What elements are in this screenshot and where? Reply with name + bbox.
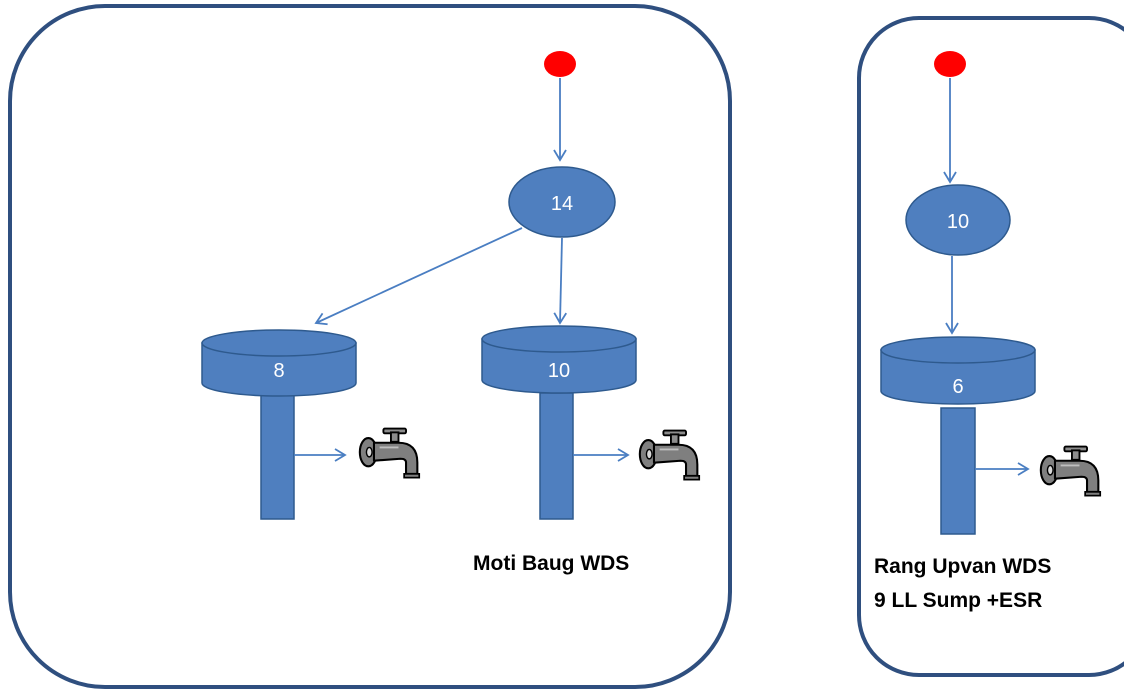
rang-upvan-border (857, 16, 1124, 677)
water-tap-icon (360, 429, 419, 478)
rang-upvan-panel: 10 6 Rang Upvan WDS 9 LL Sump +ESR (857, 16, 1124, 677)
rang-upvan-junction-label: 10 (947, 211, 969, 233)
moti-baug-arrow-to-tank-2 (553, 237, 567, 325)
moti-baug-junction-node (508, 166, 616, 238)
rang-upvan-source-dot (934, 51, 966, 77)
moti-baug-tank-1: 8 (201, 329, 357, 520)
water-tap-icon (1041, 447, 1100, 496)
moti-baug-source-dot (544, 51, 576, 77)
moti-baug-border (8, 4, 732, 689)
rang-upvan-caption-line2: 9 LL Sump +ESR (874, 589, 1042, 612)
moti-baug-junction-label: 14 (551, 193, 573, 215)
water-tap-icon (640, 431, 699, 480)
moti-baug-arrow-to-tank-1 (314, 227, 523, 326)
moti-baug-tank-1-label: 8 (273, 360, 284, 382)
moti-baug-panel: 14 8 10 Moti Baug WDS (8, 4, 732, 689)
rang-upvan-junction-node (905, 184, 1011, 256)
rang-upvan-caption-line1: Rang Upvan WDS (874, 555, 1051, 578)
rang-upvan-tank-1-label: 6 (952, 376, 963, 398)
rang-upvan-tank-1: 6 (880, 336, 1036, 535)
moti-baug-tank-2-label: 10 (548, 360, 570, 382)
moti-baug-caption: Moti Baug WDS (473, 552, 629, 575)
moti-baug-tank-2: 10 (481, 325, 637, 520)
